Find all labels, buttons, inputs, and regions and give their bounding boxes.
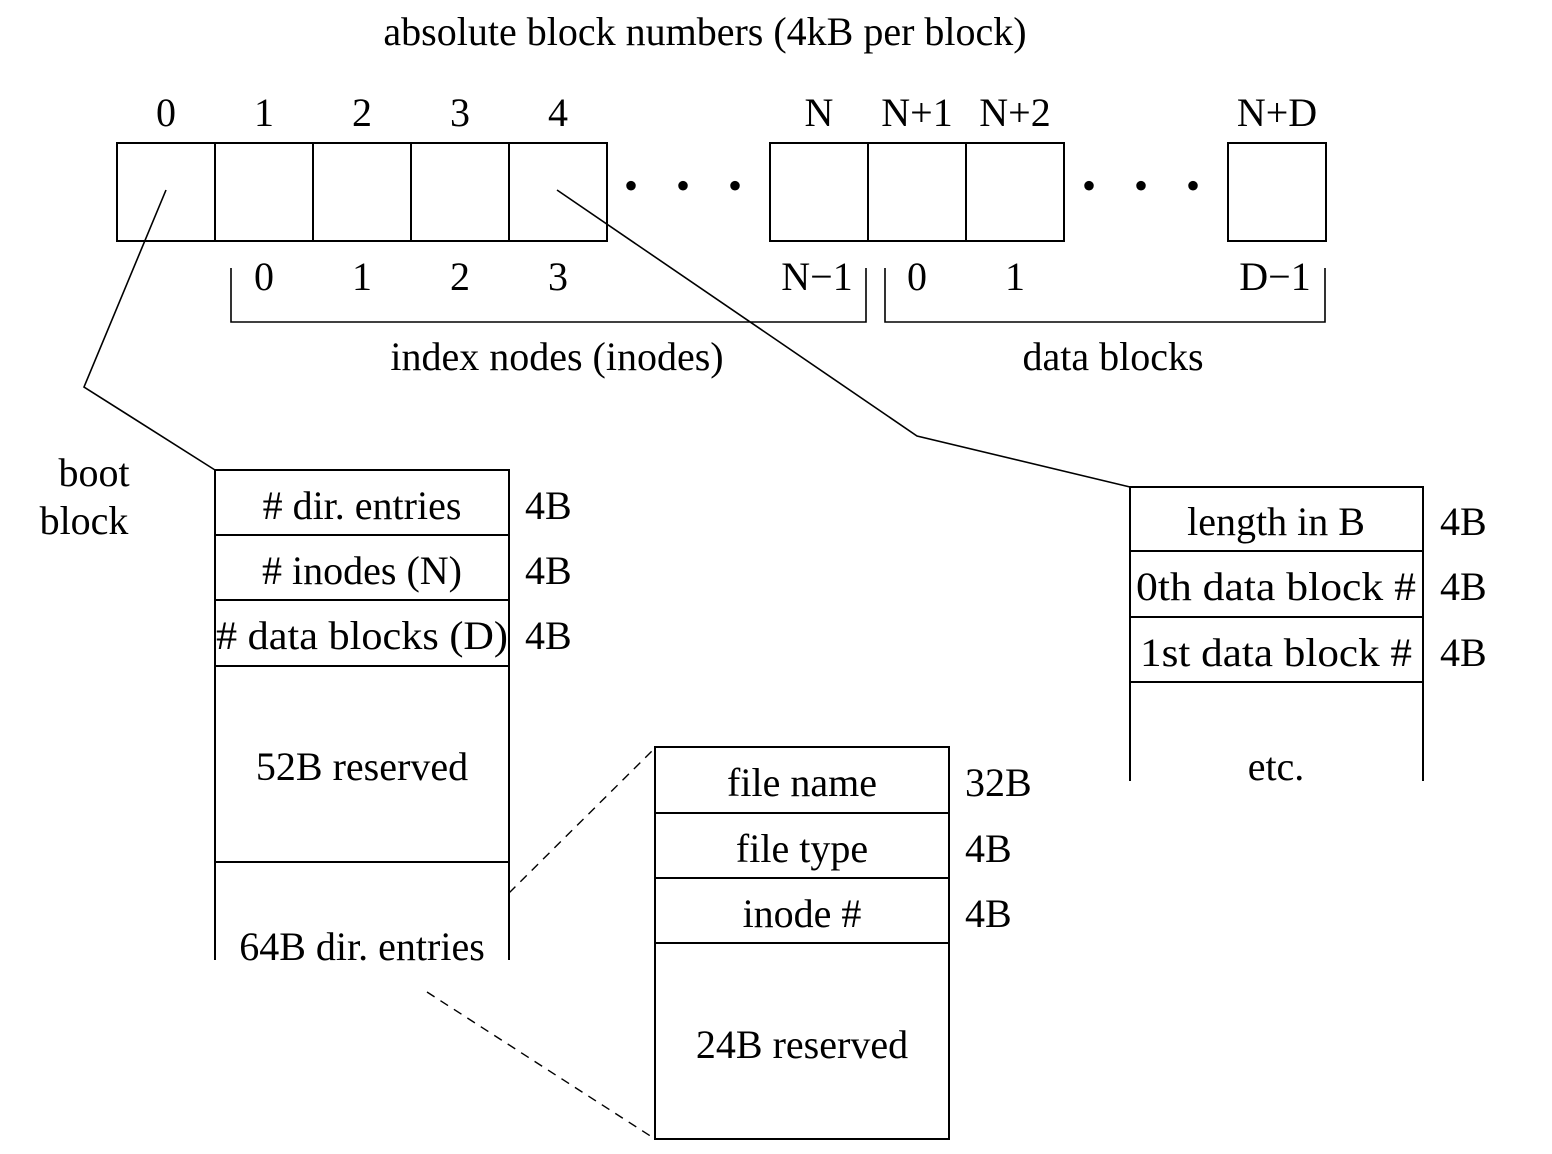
block-number-n-plus-1: N+1 <box>881 90 952 135</box>
boot-field-inodes-size: 4B <box>525 548 572 593</box>
dir-entry-structure: file name file type inode # 32B 4B 4B 24… <box>654 746 1032 1140</box>
boot-block-label-line1: boot <box>58 450 129 495</box>
dir-entry-reserved: 24B reserved <box>696 1022 908 1067</box>
inode-structure: length in B 0th data block # 1st data bl… <box>1129 486 1487 789</box>
dir-entry-connector-top <box>508 747 656 894</box>
block-cell-n-plus-d <box>1227 142 1327 242</box>
block-cell-n-plus-2 <box>965 142 1065 242</box>
boot-field-data-blocks-size: 4B <box>525 613 572 658</box>
inode-etc: etc. <box>1248 744 1305 789</box>
data-index-d-minus-1: D−1 <box>1239 254 1310 299</box>
boot-block-label-line2: block <box>40 498 129 543</box>
boot-block-outline <box>214 469 510 960</box>
block-cell-1 <box>214 142 314 242</box>
inode-index-1: 1 <box>352 254 372 299</box>
dir-entry-connector-bottom <box>426 991 656 1140</box>
block-cell-3 <box>410 142 510 242</box>
dir-field-file-name: file name <box>727 760 877 805</box>
block-cell-n <box>769 142 869 242</box>
inode-connector <box>556 189 1131 488</box>
data-indices: 0 1 D−1 <box>907 254 1311 299</box>
block-number-2: 2 <box>352 90 372 135</box>
dir-field-file-type: file type <box>736 826 868 871</box>
inode-indices: 0 1 2 3 N−1 <box>254 254 853 299</box>
inode-field-length-size: 4B <box>1440 499 1487 544</box>
inode-outline <box>1129 486 1424 781</box>
data-region-label: data blocks <box>1022 334 1203 379</box>
dir-field-file-type-size: 4B <box>965 826 1012 871</box>
boot-field-dir-entries: # dir. entries <box>263 483 462 528</box>
boot-block-connector <box>83 189 216 471</box>
block-number-n: N <box>805 90 834 135</box>
ellipsis-right: • • • <box>1082 163 1214 208</box>
block-number-1: 1 <box>254 90 274 135</box>
data-region-bracket <box>884 268 1326 323</box>
boot-block-structure: boot block # dir. entries # inodes (N) #… <box>40 450 572 969</box>
block-cell-2 <box>312 142 412 242</box>
dir-field-inode-number-size: 4B <box>965 891 1012 936</box>
ellipsis-left: • • • <box>624 163 756 208</box>
data-index-1: 1 <box>1005 254 1025 299</box>
data-index-0: 0 <box>907 254 927 299</box>
block-number-3: 3 <box>450 90 470 135</box>
block-strip: • • • • • • <box>116 142 1327 242</box>
block-cell-4 <box>508 142 608 242</box>
inode-field-0th-data-block: 0th data block # <box>1136 564 1416 609</box>
inode-field-0th-data-block-size: 4B <box>1440 564 1487 609</box>
inode-index-3: 3 <box>548 254 568 299</box>
inode-index-n-minus-1: N−1 <box>781 254 852 299</box>
inode-index-0: 0 <box>254 254 274 299</box>
block-number-0: 0 <box>156 90 176 135</box>
inode-field-1st-data-block: 1st data block # <box>1140 630 1412 675</box>
boot-reserved: 52B reserved <box>256 744 468 789</box>
inode-region-label: index nodes (inodes) <box>390 334 723 379</box>
boot-field-dir-entries-size: 4B <box>525 483 572 528</box>
absolute-block-numbers: 0 1 2 3 4 N N+1 N+2 N+D <box>156 90 1317 135</box>
dir-field-inode-number: inode # <box>743 891 862 936</box>
boot-dir-entries: 64B dir. entries <box>239 924 485 969</box>
dir-field-file-name-size: 32B <box>965 760 1032 805</box>
inode-index-2: 2 <box>450 254 470 299</box>
inode-field-1st-data-block-size: 4B <box>1440 630 1487 675</box>
diagram-title: absolute block numbers (4kB per block) <box>383 9 1026 54</box>
block-cell-n-plus-1 <box>867 142 967 242</box>
boot-field-inodes: # inodes (N) <box>262 548 462 593</box>
block-number-4: 4 <box>548 90 568 135</box>
block-number-n-plus-d: N+D <box>1237 90 1317 135</box>
inode-region-bracket <box>230 268 867 323</box>
block-number-n-plus-2: N+2 <box>979 90 1050 135</box>
inode-field-length: length in B <box>1187 499 1365 544</box>
boot-field-data-blocks: # data blocks (D) <box>216 613 508 658</box>
